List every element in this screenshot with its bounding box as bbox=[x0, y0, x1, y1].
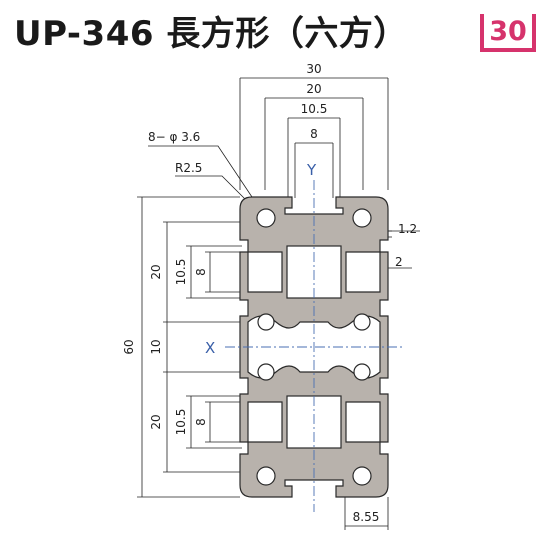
hole-mid-l2 bbox=[257, 363, 275, 381]
dim-height-8-bottom: 8 bbox=[194, 401, 244, 443]
holes-label: 8− φ 3.6 bbox=[148, 130, 200, 144]
dim-width-8-55-label: 8.55 bbox=[353, 510, 380, 524]
dim-height-20-bottom: 20 bbox=[149, 372, 240, 473]
dim-height-20-top: 20 bbox=[149, 221, 240, 323]
dim-lip-2-label: 2 bbox=[395, 255, 403, 269]
leader-radius: R2.5 bbox=[175, 161, 247, 201]
dim-width-20: 20 bbox=[264, 82, 364, 190]
size-badge: 30 bbox=[480, 14, 536, 52]
slot-left-bottom bbox=[247, 401, 283, 443]
slot-right-bottom bbox=[345, 401, 381, 443]
hole-corner-br bbox=[352, 466, 372, 486]
dim-height-10-5-bottom: 10.5 bbox=[174, 395, 242, 449]
dim-width-30: 30 bbox=[239, 62, 389, 190]
x-axis-label: X bbox=[205, 339, 215, 357]
slot-right-top bbox=[345, 251, 381, 293]
hole-mid-l1 bbox=[257, 313, 275, 331]
dim-height-8-bottom-label: 8 bbox=[194, 418, 208, 426]
dim-height-60-label: 60 bbox=[122, 339, 136, 354]
hole-mid-r2 bbox=[353, 363, 371, 381]
hole-corner-tr bbox=[352, 208, 372, 228]
dim-width-8-55: 8.55 bbox=[344, 497, 389, 530]
hole-corner-tl bbox=[256, 208, 276, 228]
dim-height-10: 10 bbox=[149, 322, 240, 373]
hole-mid-r1 bbox=[353, 313, 371, 331]
dim-height-10-5-top: 10.5 bbox=[174, 245, 242, 299]
dim-height-60: 60 bbox=[122, 196, 240, 498]
dim-width-8: 8 bbox=[294, 127, 334, 198]
y-axis-label: Y bbox=[306, 161, 317, 179]
dim-height-10-5-top-label: 10.5 bbox=[174, 259, 188, 286]
dim-height-8-top: 8 bbox=[194, 251, 244, 293]
dim-thickness-1-2-label: 1.2 bbox=[398, 222, 417, 236]
dim-width-30-label: 30 bbox=[306, 62, 321, 76]
radius-label: R2.5 bbox=[175, 161, 202, 175]
dim-width-20-label: 20 bbox=[306, 82, 321, 96]
dim-height-20-top-label: 20 bbox=[149, 264, 163, 279]
dim-width-8-label: 8 bbox=[310, 127, 318, 141]
hole-corner-bl bbox=[256, 466, 276, 486]
dim-height-8-top-label: 8 bbox=[194, 268, 208, 276]
dim-height-10-5-bottom-label: 10.5 bbox=[174, 409, 188, 436]
slot-left-top bbox=[247, 251, 283, 293]
leader-holes: 8− φ 3.6 bbox=[148, 130, 263, 213]
dim-height-10-label: 10 bbox=[149, 339, 163, 354]
page-title: UP-346 長方形（六方） bbox=[14, 14, 408, 54]
dim-height-20-bottom-label: 20 bbox=[149, 414, 163, 429]
dim-width-10-5: 10.5 bbox=[287, 102, 341, 198]
dim-width-10-5-label: 10.5 bbox=[301, 102, 328, 116]
